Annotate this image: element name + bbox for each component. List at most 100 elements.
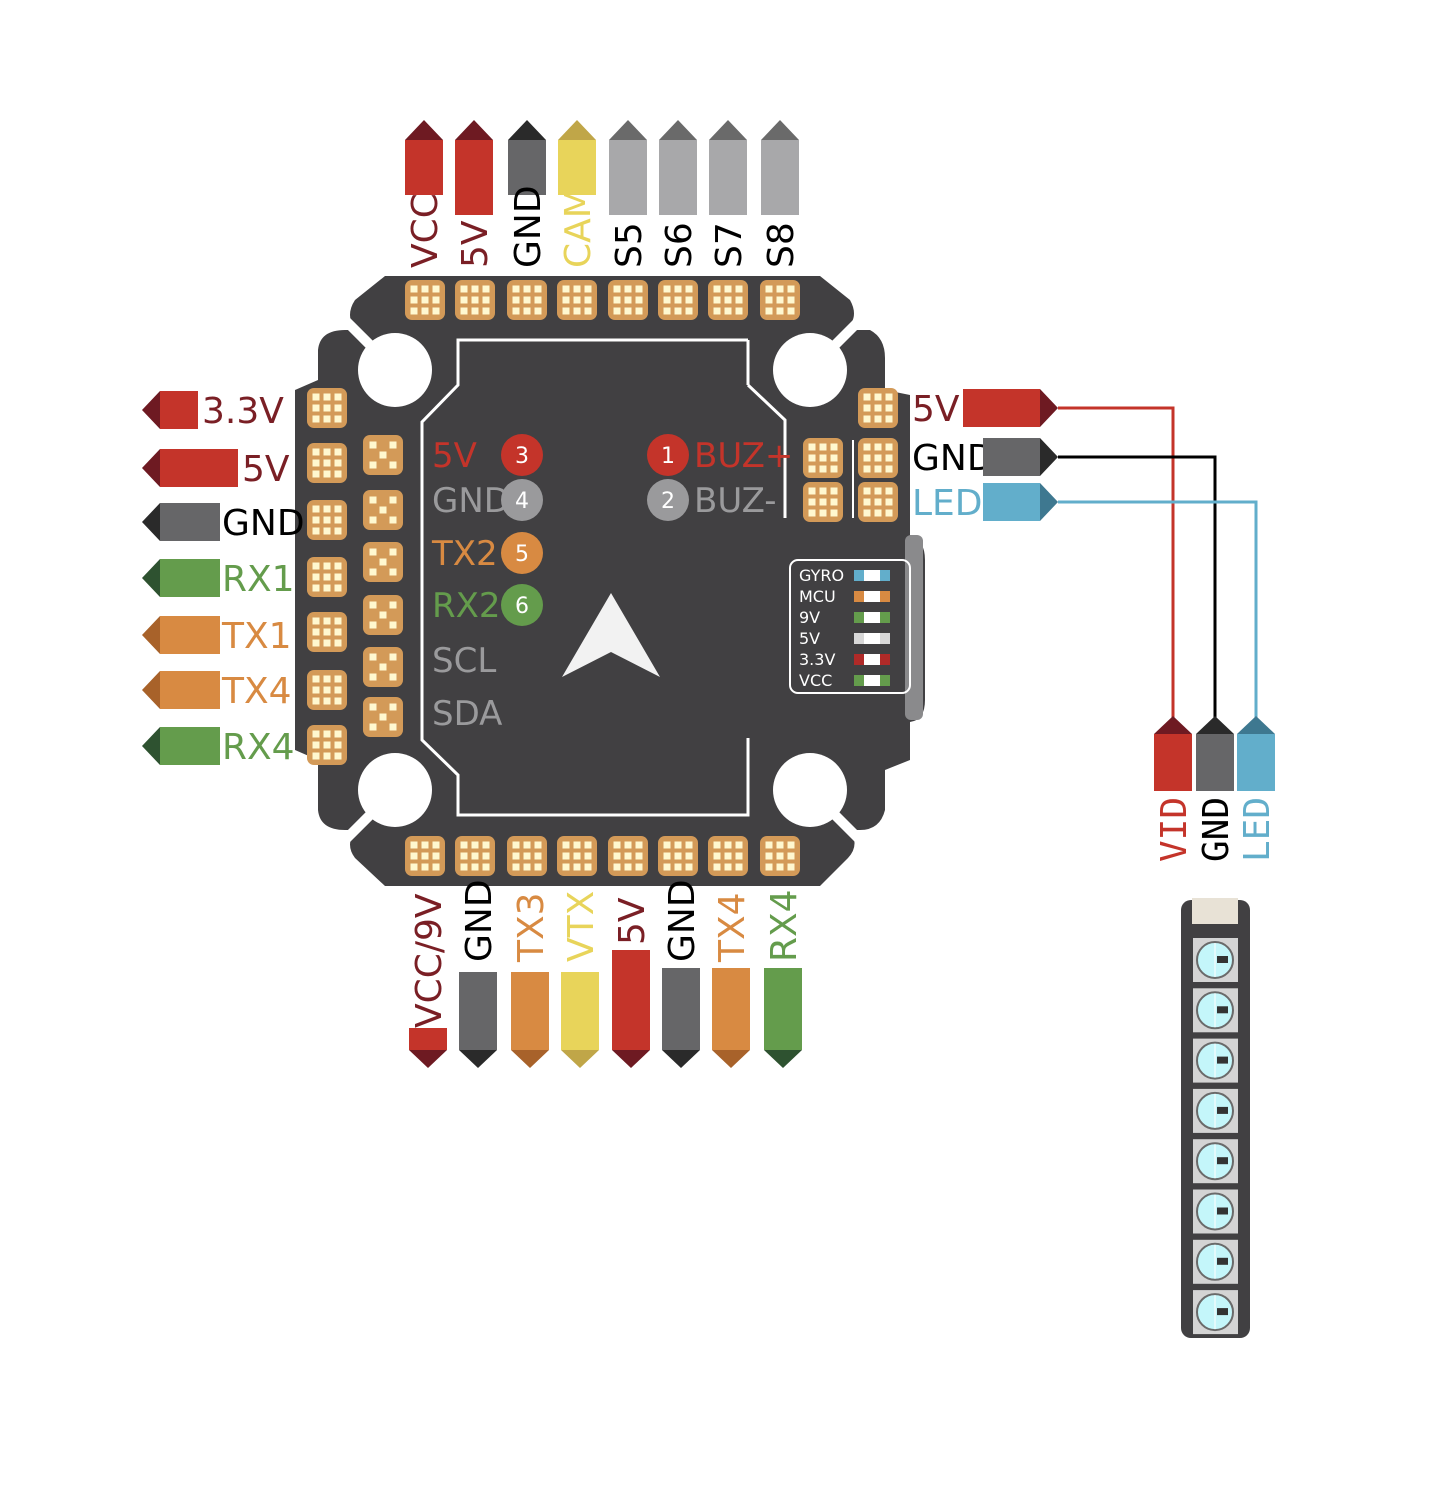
solder-pad bbox=[363, 542, 403, 582]
solder-pad bbox=[858, 438, 898, 478]
pad-dot bbox=[460, 307, 468, 315]
left-pin-gnd: GND bbox=[142, 503, 305, 544]
pad-dot bbox=[584, 852, 592, 860]
pad-dot bbox=[334, 393, 342, 401]
top-pin-vcc: VCC bbox=[405, 120, 446, 268]
pin-wire bbox=[983, 483, 1040, 521]
solder-pad bbox=[803, 438, 843, 478]
pad-dot bbox=[410, 285, 418, 293]
solder-pad bbox=[608, 280, 648, 320]
pin-tip bbox=[612, 1050, 650, 1068]
pad-dot bbox=[312, 730, 320, 738]
led-strip-led bbox=[1193, 1189, 1238, 1234]
pad-dot bbox=[523, 852, 531, 860]
pad-dot bbox=[874, 404, 882, 412]
top-pin-s8: S8 bbox=[761, 120, 802, 268]
pad-dot bbox=[482, 863, 490, 871]
pad-dot bbox=[819, 465, 827, 473]
pin-wire bbox=[561, 972, 599, 1050]
solder-pad bbox=[307, 725, 347, 765]
solder-pad bbox=[307, 557, 347, 597]
pad-dot bbox=[389, 441, 397, 449]
pad-dot bbox=[885, 393, 893, 401]
pad-dot bbox=[323, 741, 331, 749]
bottom-pin-vcc-9v: VCC/9V bbox=[409, 893, 450, 1068]
led-strip-led bbox=[1193, 1139, 1238, 1184]
pad-dot bbox=[323, 617, 331, 625]
pad-dot bbox=[471, 285, 479, 293]
pad-dot bbox=[334, 459, 342, 467]
status-led-label: 5V bbox=[799, 629, 820, 648]
pad-dot bbox=[562, 841, 570, 849]
pad-dot bbox=[323, 448, 331, 456]
pin-label: TX4 bbox=[712, 892, 753, 963]
pad-dot bbox=[312, 697, 320, 705]
solder-pad bbox=[307, 612, 347, 652]
pad-dot bbox=[808, 465, 816, 473]
pad-dot bbox=[410, 863, 418, 871]
pin-label: VCC/9V bbox=[409, 893, 450, 1028]
board-label-buzminus: BUZ- bbox=[694, 481, 777, 521]
pad-dot bbox=[808, 454, 816, 462]
pad-dot bbox=[874, 498, 882, 506]
pad-dot bbox=[765, 296, 773, 304]
pad-dot bbox=[323, 675, 331, 683]
bottom-pin-gnd: GND bbox=[459, 879, 500, 1068]
pin-label: GND bbox=[662, 879, 703, 962]
pad-dot bbox=[624, 307, 632, 315]
pad-dot bbox=[512, 296, 520, 304]
status-led-center bbox=[864, 675, 880, 686]
pin-tip bbox=[142, 727, 160, 765]
solder-pad bbox=[307, 443, 347, 483]
led-strip-pin-gnd: GND bbox=[1196, 716, 1237, 862]
pad-dot bbox=[323, 470, 331, 478]
pin-wire bbox=[405, 140, 443, 195]
pad-dot bbox=[787, 841, 795, 849]
pad-dot bbox=[735, 863, 743, 871]
pad-dot bbox=[735, 296, 743, 304]
left-pin-rx1: RX1 bbox=[142, 559, 295, 600]
pin-tip bbox=[142, 616, 160, 654]
pin-label: GND bbox=[912, 438, 995, 479]
pad-dot bbox=[573, 841, 581, 849]
top-pin-s6: S6 bbox=[659, 120, 700, 268]
silkscreen-outline bbox=[420, 338, 750, 817]
pad-dot bbox=[874, 415, 882, 423]
pad-dot bbox=[312, 686, 320, 694]
pad-dot bbox=[379, 611, 387, 619]
pin-wire bbox=[712, 968, 750, 1050]
pad-dot bbox=[776, 841, 784, 849]
direction-arrow-icon bbox=[562, 593, 660, 677]
pad-dot bbox=[874, 393, 882, 401]
solder-pad bbox=[363, 647, 403, 687]
board-label-tx2: TX2 bbox=[431, 534, 498, 574]
status-led-center bbox=[864, 654, 880, 665]
pad-dot bbox=[410, 307, 418, 315]
pin-label: S7 bbox=[709, 222, 750, 268]
pad-dot bbox=[874, 509, 882, 517]
solder-pad bbox=[307, 670, 347, 710]
solder-pad bbox=[363, 490, 403, 530]
pad-dot bbox=[523, 285, 531, 293]
right-pin-gnd: GND bbox=[912, 438, 1058, 479]
status-led-center bbox=[864, 612, 880, 623]
pad-dot bbox=[369, 568, 377, 576]
pad-dot bbox=[379, 451, 387, 459]
pad-dot bbox=[312, 415, 320, 423]
pad-dot bbox=[819, 498, 827, 506]
pad-dot bbox=[460, 285, 468, 293]
pin-tip bbox=[709, 120, 747, 140]
pad-dot bbox=[323, 415, 331, 423]
pad-dot bbox=[724, 863, 732, 871]
pad-dot bbox=[787, 863, 795, 871]
pin-number-badge bbox=[647, 479, 689, 521]
pad-dot bbox=[863, 487, 871, 495]
pin-tip bbox=[1040, 483, 1058, 521]
pad-dot bbox=[432, 307, 440, 315]
pin-label: S6 bbox=[659, 222, 700, 268]
pad-dot bbox=[482, 307, 490, 315]
pad-dot bbox=[735, 285, 743, 293]
pad-dot bbox=[573, 852, 581, 860]
